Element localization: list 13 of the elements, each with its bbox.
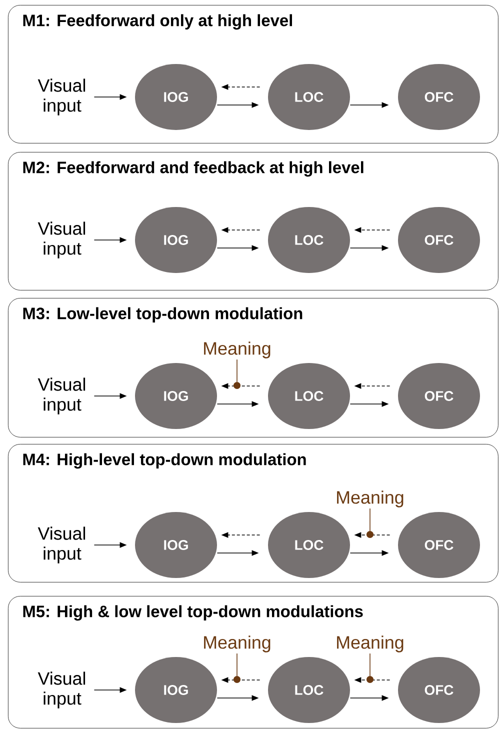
- leader-line: [234, 359, 240, 390]
- leader-line: [234, 653, 240, 684]
- input-label: Visual input: [38, 78, 86, 116]
- input-label: Visual input: [38, 672, 86, 708]
- meaning-label: Meaning: [337, 490, 404, 508]
- input-label: Visual input: [38, 378, 86, 414]
- meaning-label: Meaning: [204, 342, 270, 358]
- meaning-label: Meaning: [204, 636, 270, 652]
- input-label: Visual input: [38, 222, 86, 258]
- input-label: Visual input: [38, 526, 86, 564]
- leader-line: [366, 508, 374, 538]
- leader-line: [366, 653, 374, 684]
- meaning-label: Meaning: [337, 636, 404, 652]
